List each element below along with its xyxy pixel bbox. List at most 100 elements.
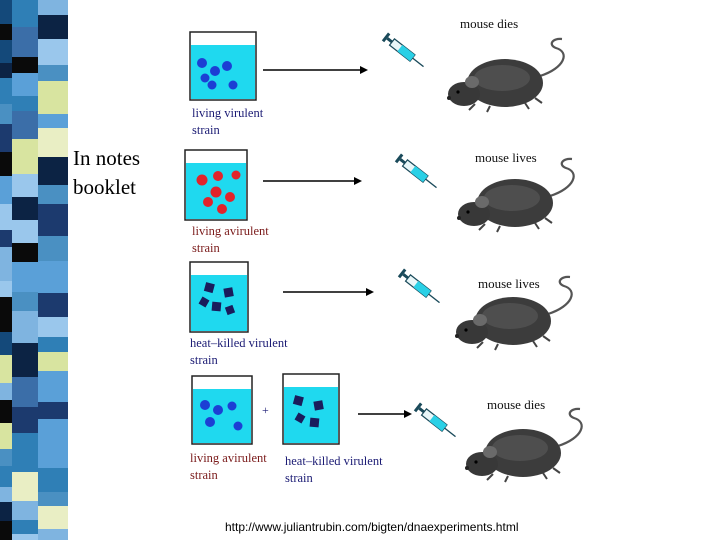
mosaic-tile [12, 262, 38, 292]
beaker-living-virulent [189, 31, 257, 101]
mosaic-tile [38, 402, 68, 419]
side-note: In notes booklet [73, 144, 140, 202]
mosaic-tile [38, 261, 68, 293]
source-url: http://www.juliantrubin.com/bigten/dnaex… [225, 520, 519, 534]
mosaic-tile [12, 407, 38, 433]
mosaic-tile [38, 468, 68, 492]
mosaic-tile [12, 27, 38, 57]
side-note-line1: In notes [73, 146, 141, 170]
mosaic-tile [0, 297, 12, 332]
mosaic-tile [0, 502, 12, 521]
mosaic-tile [38, 221, 68, 236]
mosaic-tile [0, 104, 12, 124]
mosaic-tile [38, 529, 68, 540]
mosaic-tile [38, 371, 68, 402]
mosaic-tile [12, 0, 38, 27]
label-row3: heat–killed virulent strain [190, 336, 288, 367]
mosaic-tile [12, 57, 38, 73]
outcome-row2: mouse lives [475, 150, 537, 165]
mosaic-tile [12, 111, 38, 139]
mosaic-tile [38, 446, 68, 468]
mosaic-tile [12, 73, 38, 96]
beaker-heat-killed-virulent-mix [282, 373, 340, 445]
mosaic-tile [38, 419, 68, 446]
mosaic-tile [12, 343, 38, 377]
mosaic-tile [0, 521, 12, 540]
mosaic-tile [0, 176, 12, 204]
mouse-alive-icon [455, 157, 575, 234]
mosaic-tile [0, 24, 12, 40]
mosaic-tile [38, 114, 68, 128]
mosaic-tile [0, 40, 12, 63]
outcome-row1: mouse dies [460, 16, 519, 31]
mosaic-tile [0, 332, 12, 355]
mosaic-tile [38, 337, 68, 352]
mosaic-tile [0, 423, 12, 449]
mosaic-tile [12, 96, 38, 111]
mosaic-tile [38, 157, 68, 185]
side-note-line2: booklet [73, 175, 136, 199]
mosaic-tile [12, 243, 38, 262]
mosaic-tile [0, 204, 12, 230]
decorative-mosaic-strip [0, 0, 70, 540]
mosaic-tile [12, 501, 38, 520]
label-row2: living avirulent strain [192, 224, 269, 255]
mosaic-tile [38, 506, 68, 529]
mosaic-tile [0, 63, 12, 78]
mosaic-tile [12, 197, 38, 220]
outcome-row4: mouse dies [487, 397, 546, 412]
mosaic-tile [0, 449, 12, 466]
mosaic-tile [12, 139, 38, 174]
syringe-icon [381, 31, 428, 72]
mosaic-tile [12, 311, 38, 343]
mosaic-tile [0, 152, 12, 176]
syringe-icon [413, 401, 460, 442]
mosaic-tile [38, 128, 68, 157]
beaker-living-avirulent-mix [191, 375, 253, 445]
syringe-icon [394, 152, 441, 193]
mosaic-tile [0, 78, 12, 104]
mosaic-tile [12, 220, 38, 243]
mosaic-tile [38, 317, 68, 337]
mosaic-tile [12, 292, 38, 311]
syringe-icon [397, 267, 444, 308]
mouse-dead-icon [445, 37, 565, 114]
mosaic-tile [12, 472, 38, 501]
mosaic-tile [0, 487, 12, 502]
mosaic-tile [0, 466, 12, 487]
outcome-row3: mouse lives [478, 276, 540, 291]
mosaic-tile [38, 236, 68, 261]
beaker-living-avirulent [184, 149, 248, 221]
mosaic-tile [38, 15, 68, 39]
beaker-heat-killed-virulent [189, 261, 249, 333]
mosaic-tile [0, 230, 12, 247]
mosaic-tile [38, 0, 68, 15]
mosaic-tile [0, 383, 12, 400]
mosaic-tile [12, 454, 38, 472]
mouse-dead-icon [463, 407, 583, 484]
label-row4-a: living avirulent strain [190, 451, 267, 482]
mosaic-tile [0, 355, 12, 383]
mosaic-tile [38, 185, 68, 204]
mosaic-tile [38, 65, 68, 81]
mosaic-tile [0, 281, 12, 297]
mosaic-tile [0, 0, 12, 24]
mosaic-tile [38, 352, 68, 371]
mosaic-tile [0, 247, 12, 281]
mosaic-tile [38, 39, 68, 65]
mosaic-tile [38, 204, 68, 221]
mosaic-tile [0, 124, 12, 152]
mosaic-tile [38, 492, 68, 506]
mosaic-tile [38, 293, 68, 317]
mosaic-tile [12, 520, 38, 534]
label-row1: living virulent strain [192, 106, 264, 137]
mosaic-tile [38, 81, 68, 114]
mosaic-tile [12, 534, 38, 540]
mosaic-tile [0, 400, 12, 423]
mosaic-tile [12, 377, 38, 407]
label-row4-b: heat–killed virulent strain [285, 454, 383, 485]
mosaic-tile [12, 174, 38, 197]
mosaic-tile [12, 433, 38, 454]
plus-sign: + [262, 403, 269, 417]
